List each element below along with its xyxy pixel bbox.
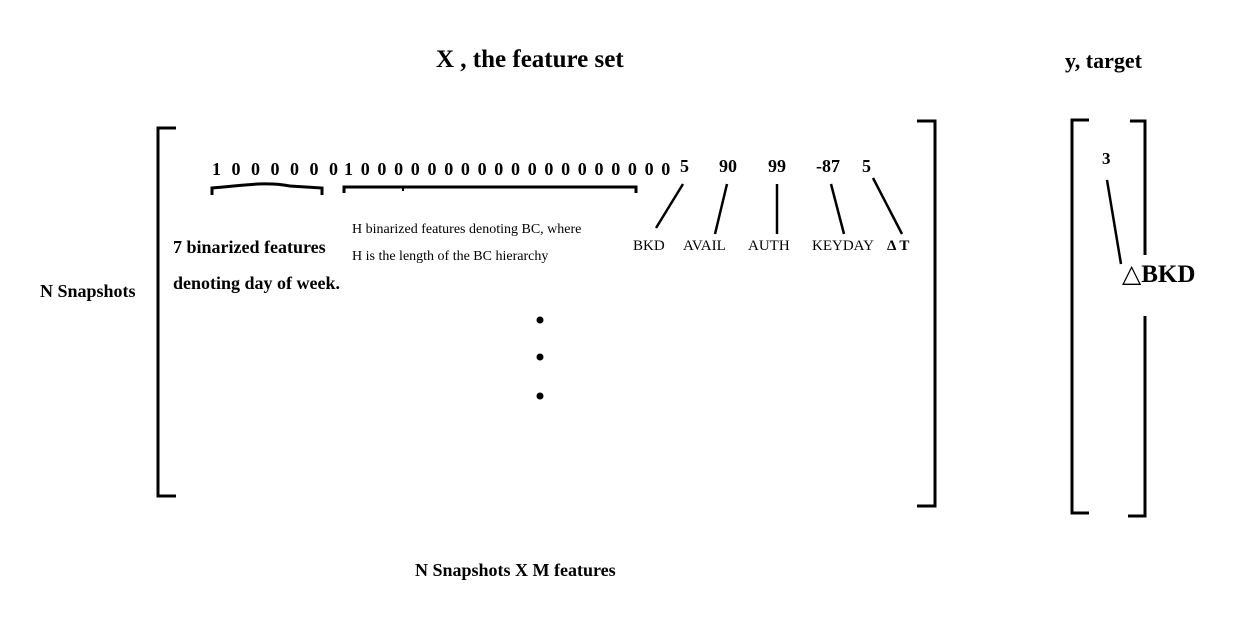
target-name: △BKD [1122,261,1196,288]
feature-name-avail: AVAIL [683,238,726,254]
day-of-week-description: 7 binarized features denoting day of wee… [173,229,340,301]
bc-bits-brace [342,185,638,193]
y-vector-right-bracket-bottom [1128,316,1147,518]
day-bits-brace [210,182,324,195]
bkd-value: 5 [680,156,689,176]
feature-name-delta-t: Δ T [887,238,910,254]
delta-t-value: 5 [862,156,871,176]
x-matrix-right-bracket [917,119,937,508]
ellipsis-dot [536,392,544,400]
rows-label: N Snapshots [40,281,136,301]
bc-hierarchy-bits: 1 0 0 0 0 0 0 0 0 0 0 0 0 0 0 0 0 0 0 0 [344,159,672,179]
x-matrix-left-bracket [156,126,176,498]
target-title: y, target [1065,48,1142,73]
matrix-dimension-label: N Snapshots X M features [415,560,616,580]
y-vector-left-bracket [1070,118,1089,515]
target-value: 3 [1102,149,1111,168]
y-vector-right-bracket-top [1130,119,1147,255]
delta-t-connector [871,177,904,235]
keyday-value: -87 [816,156,840,176]
avail-value: 90 [719,156,737,176]
feature-name-auth: AUTH [748,238,790,254]
bc-description-line-2: H is the length of the BC hierarchy [352,249,549,264]
auth-value: 99 [768,156,786,176]
bc-description: H binarized features denoting BC, where … [352,216,581,270]
day-description-line-2: denoting day of week. [173,273,341,293]
feature-set-title: X , the feature set [436,46,624,73]
bc-description-line-1: H binarized features denoting BC, where [352,222,582,237]
day-of-week-bits: 1 0 0 0 0 0 0 [212,159,341,179]
ellipsis-dots [536,316,544,400]
feature-name-keyday: KEYDAY [812,238,874,254]
day-description-line-1: 7 binarized features [173,237,326,257]
feature-name-bkd: BKD [633,238,665,254]
bkd-connector [654,183,685,229]
ellipsis-dot [536,353,544,361]
avail-connector [713,183,729,235]
ellipsis-dot [536,316,544,324]
keyday-connector [829,183,846,235]
target-connector [1105,179,1123,265]
